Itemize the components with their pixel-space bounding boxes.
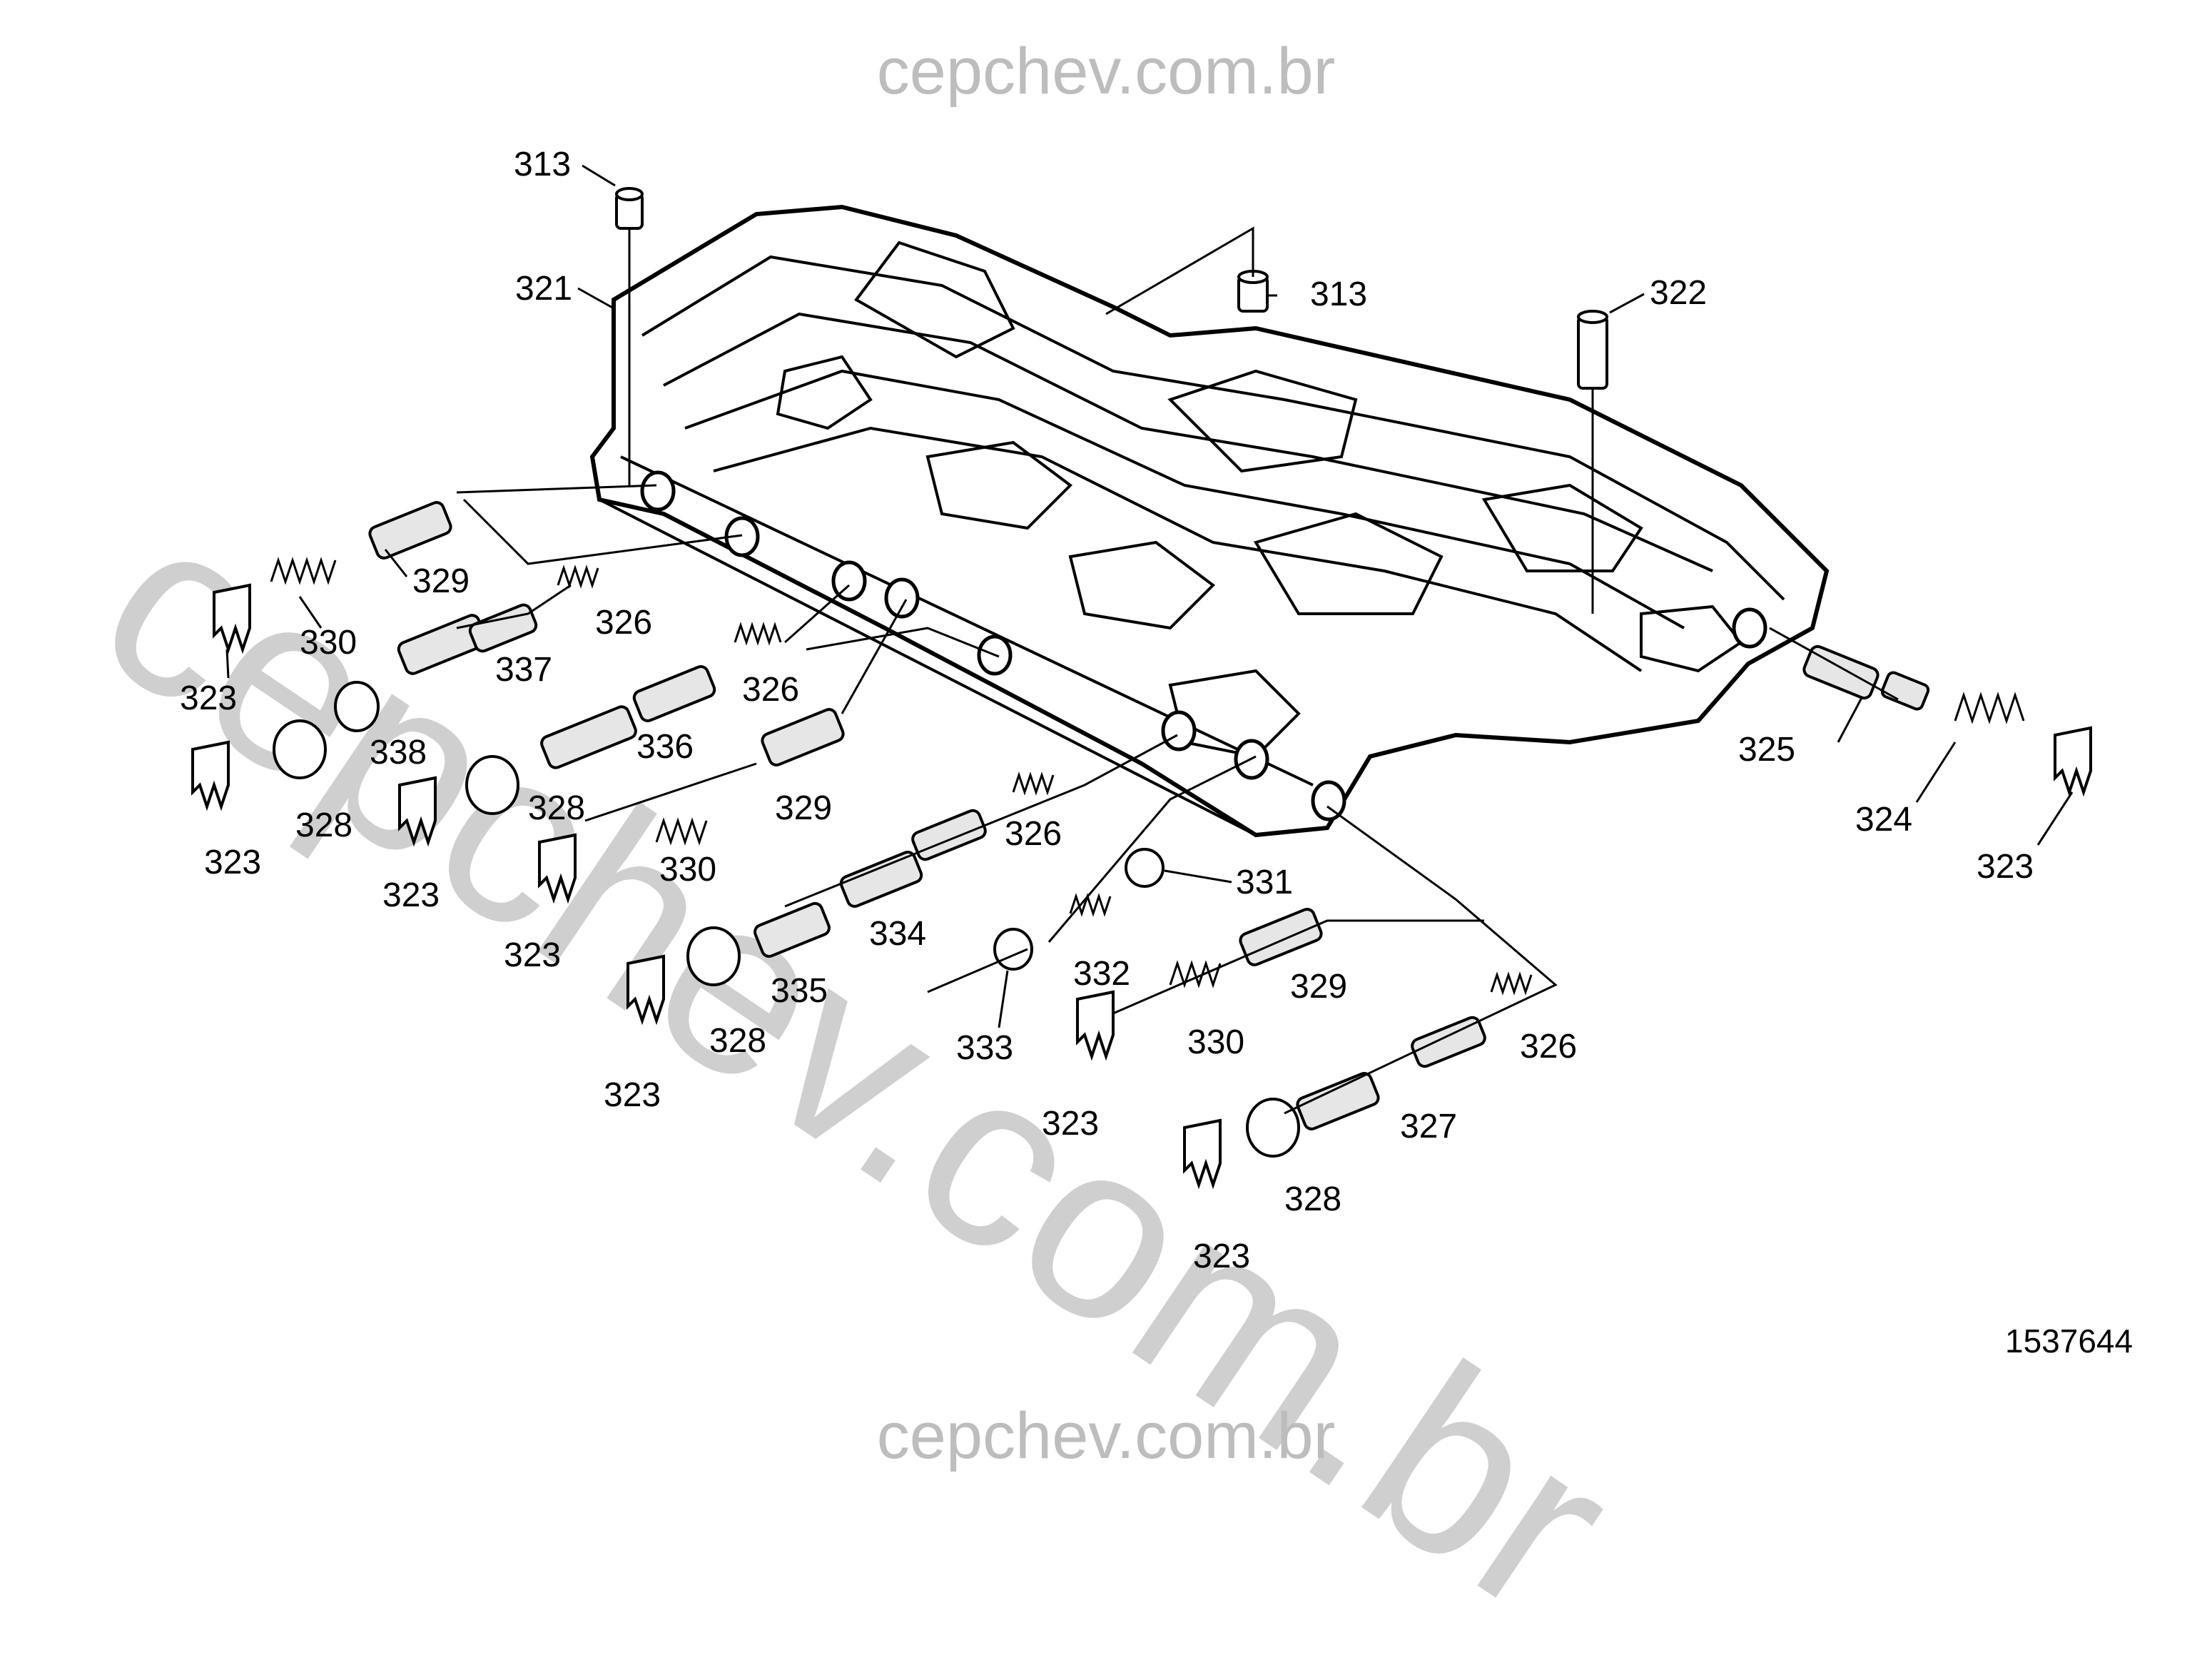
callout-322: 322 xyxy=(1650,274,1707,312)
callout-323: 323 xyxy=(1042,1105,1099,1143)
callout-325: 325 xyxy=(1738,731,1795,769)
bore xyxy=(1732,607,1767,649)
bore xyxy=(884,577,920,619)
callout-328: 328 xyxy=(709,1022,766,1060)
bore xyxy=(640,470,676,512)
bore xyxy=(831,560,867,602)
callout-313: 313 xyxy=(1310,275,1367,313)
callout-321: 321 xyxy=(515,270,572,308)
callout-326: 326 xyxy=(595,604,652,642)
callout-337: 337 xyxy=(495,651,552,689)
callout-324: 324 xyxy=(1855,801,1912,839)
callout-326: 326 xyxy=(1520,1028,1577,1066)
callout-328: 328 xyxy=(1284,1180,1341,1218)
callout-332: 332 xyxy=(1073,955,1130,993)
callout-326: 326 xyxy=(1005,815,1062,853)
callout-330: 330 xyxy=(659,851,716,889)
retainer-clip xyxy=(191,583,2092,1190)
callout-323: 323 xyxy=(204,844,261,881)
spool-valves xyxy=(368,501,1930,1130)
callout-313: 313 xyxy=(514,146,571,183)
pin-313-right xyxy=(1105,226,1269,315)
callout-327: 327 xyxy=(1400,1108,1457,1145)
callout-336: 336 xyxy=(636,728,694,766)
callout-323: 323 xyxy=(604,1076,661,1114)
bore xyxy=(1311,780,1346,821)
callout-323: 323 xyxy=(504,936,561,974)
callout-333: 333 xyxy=(956,1029,1013,1067)
callout-331: 331 xyxy=(1236,864,1293,901)
callout-328: 328 xyxy=(295,806,352,844)
leader-lines xyxy=(456,484,1899,1115)
valve-spring xyxy=(270,557,2025,996)
callout-330: 330 xyxy=(300,624,357,662)
callout-329: 329 xyxy=(412,562,470,600)
callout-335: 335 xyxy=(771,972,828,1010)
callout-328: 328 xyxy=(528,789,585,827)
callout-323: 323 xyxy=(180,679,237,717)
callout-329: 329 xyxy=(1290,968,1347,1006)
diagram-canvas: 313 313 321 322 329 330 323 326 337 338 … xyxy=(180,146,2092,1275)
exploded-view-diagram: cepchev.com.br cepchev.com.br xyxy=(56,35,2134,1666)
callout-334: 334 xyxy=(869,915,926,953)
figure-number: 1537644 xyxy=(2005,1322,2134,1360)
watermark-bottom: cepchev.com.br xyxy=(876,1400,1336,1472)
check-ball xyxy=(1125,848,1165,888)
callout-labels: 313 313 321 322 329 330 323 326 337 338 … xyxy=(180,146,2034,1275)
callout-330: 330 xyxy=(1187,1023,1244,1061)
bore xyxy=(1161,710,1197,752)
callout-leaders xyxy=(225,164,2074,1028)
watermark-top: cepchev.com.br xyxy=(876,35,1336,108)
callout-338: 338 xyxy=(370,734,427,771)
callout-323: 323 xyxy=(382,876,440,914)
pin-313-top xyxy=(615,187,644,485)
valve-body xyxy=(589,204,1830,838)
callout-329: 329 xyxy=(775,789,832,827)
callout-323: 323 xyxy=(1977,848,2034,886)
callout-323: 323 xyxy=(1193,1238,1250,1275)
callout-326: 326 xyxy=(742,671,799,709)
pin-322 xyxy=(1577,310,1608,614)
